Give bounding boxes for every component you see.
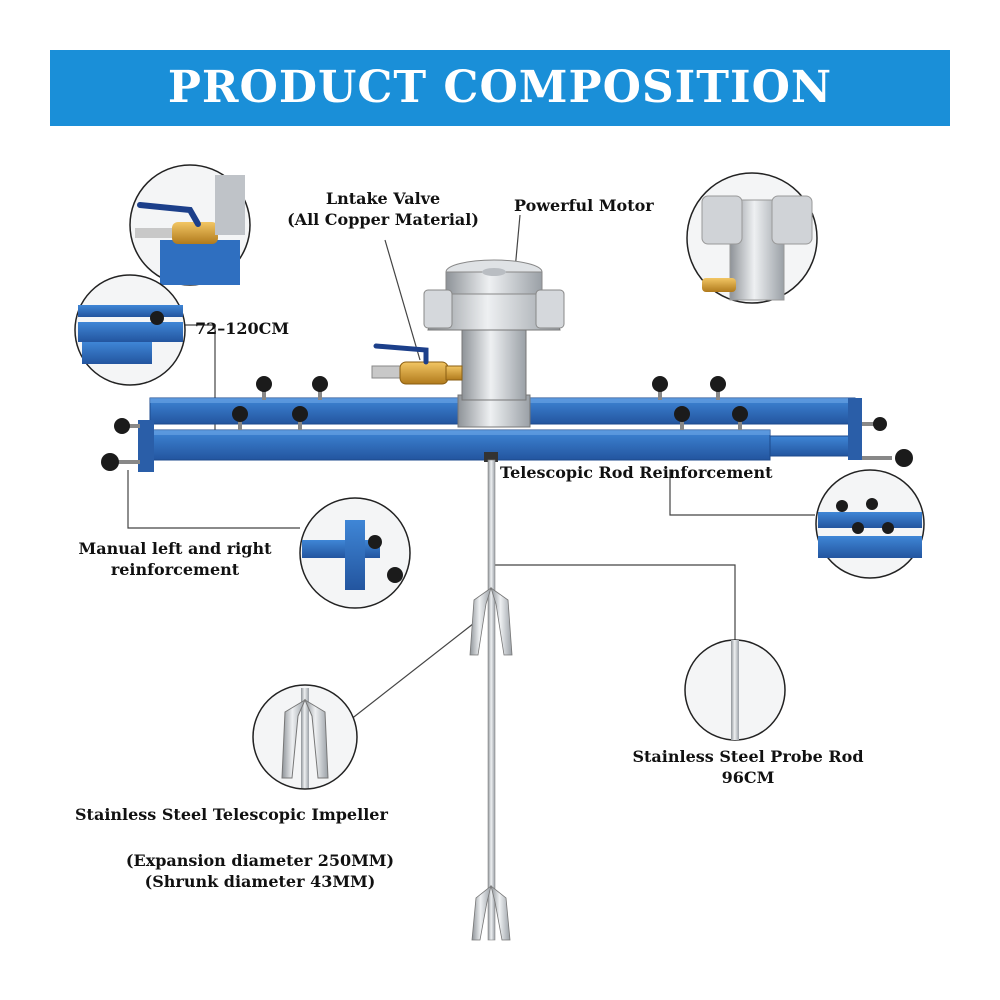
telescopic-rod-label: Telescopic Rod Reinforcement xyxy=(500,463,773,482)
impeller-detail-circle xyxy=(252,684,358,790)
valve-detail-circle xyxy=(129,164,251,286)
probe-leader xyxy=(495,564,736,640)
left-bracket xyxy=(138,420,154,472)
impeller-title-label: Stainless Steel Telescopic Impeller xyxy=(75,805,388,824)
upper-impeller xyxy=(469,586,513,656)
impeller-leader xyxy=(349,619,479,721)
length-label: 72–120CM xyxy=(195,319,290,338)
page-title: PRODUCT COMPOSITION xyxy=(167,62,833,113)
adjustment-knobs xyxy=(101,376,913,471)
air-motor xyxy=(423,259,565,428)
lower-impeller xyxy=(471,884,511,941)
telescopic-detail-circle xyxy=(815,469,925,579)
title-banner: PRODUCT COMPOSITION xyxy=(50,50,950,126)
motor-label: Powerful Motor xyxy=(514,196,654,215)
motor-detail-circle xyxy=(686,172,818,304)
manual-detail-circle xyxy=(299,497,411,609)
intake-valve xyxy=(371,343,463,385)
manual-leader xyxy=(127,470,300,529)
probe-rod xyxy=(484,452,498,941)
impeller-diameter-label: (Expansion diameter 250MM) (Shrunk diame… xyxy=(125,851,395,891)
lower-frame-bar xyxy=(139,429,861,461)
telescopic-leader xyxy=(669,470,815,516)
intake-valve-label: Lntake Valve (All Copper Material) xyxy=(287,189,479,229)
probe-detail-circle xyxy=(684,639,786,741)
length-detail-circle xyxy=(74,274,186,386)
valve-leader xyxy=(384,239,421,361)
callout-lines xyxy=(127,214,815,721)
probe-rod-label: Stainless Steel Probe Rod 96CM xyxy=(632,747,864,787)
right-bracket xyxy=(848,398,862,460)
manual-reinforcement-label: Manual left and right reinforcement xyxy=(78,539,272,579)
